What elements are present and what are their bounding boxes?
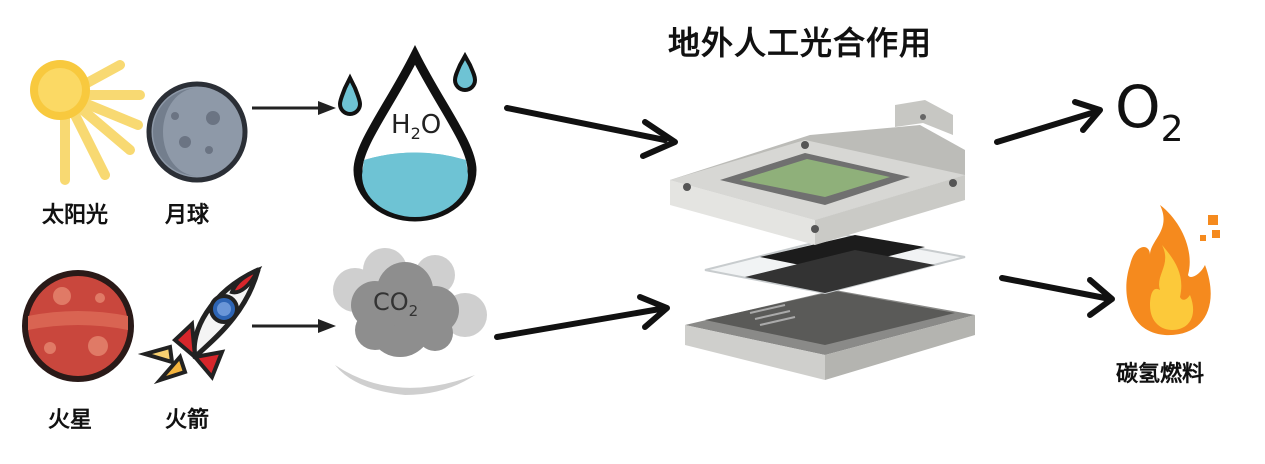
water-formula-main: H: [391, 110, 411, 140]
sun-label: 太阳光: [42, 203, 109, 228]
mars-icon: [22, 270, 134, 382]
co2-formula-main: CO: [373, 288, 409, 316]
sun-icon: [30, 60, 145, 185]
co2-formula: CO2: [373, 288, 418, 320]
water-drop-icon: [337, 44, 478, 222]
device-top-plate: [670, 100, 965, 245]
flame-icon: [1126, 205, 1220, 336]
rocket-label: 火箭: [165, 408, 210, 433]
arrow-water-to-device: [504, 105, 678, 159]
arrow-rocket-to-co2: [252, 319, 336, 333]
moon-icon: [146, 81, 248, 183]
oxygen-sub: 2: [1160, 109, 1184, 150]
device-bottom-plate: [685, 290, 975, 380]
photosynthesis-device-illustration: [670, 100, 975, 380]
arrow-moon-to-water: [252, 101, 336, 115]
oxygen-main: O: [1115, 73, 1161, 141]
oxygen-output: O2: [1115, 78, 1184, 148]
arrow-co2-to-device: [494, 294, 670, 340]
fuel-label: 碳氢燃料: [1116, 362, 1205, 387]
water-formula-sub: 2: [410, 124, 421, 144]
arrow-device-to-fuel: [999, 275, 1115, 318]
moon-label: 月球: [165, 203, 210, 228]
water-formula: H2O: [391, 110, 441, 143]
mars-label: 火星: [48, 408, 93, 433]
co2-formula-sub: 2: [408, 301, 419, 320]
diagram-title: 地外人工光合作用: [668, 24, 933, 62]
co2-cloud-icon: [333, 248, 487, 395]
water-formula-end: O: [420, 110, 442, 140]
arrow-device-to-oxygen: [994, 99, 1103, 145]
rocket-icon: [137, 266, 263, 385]
